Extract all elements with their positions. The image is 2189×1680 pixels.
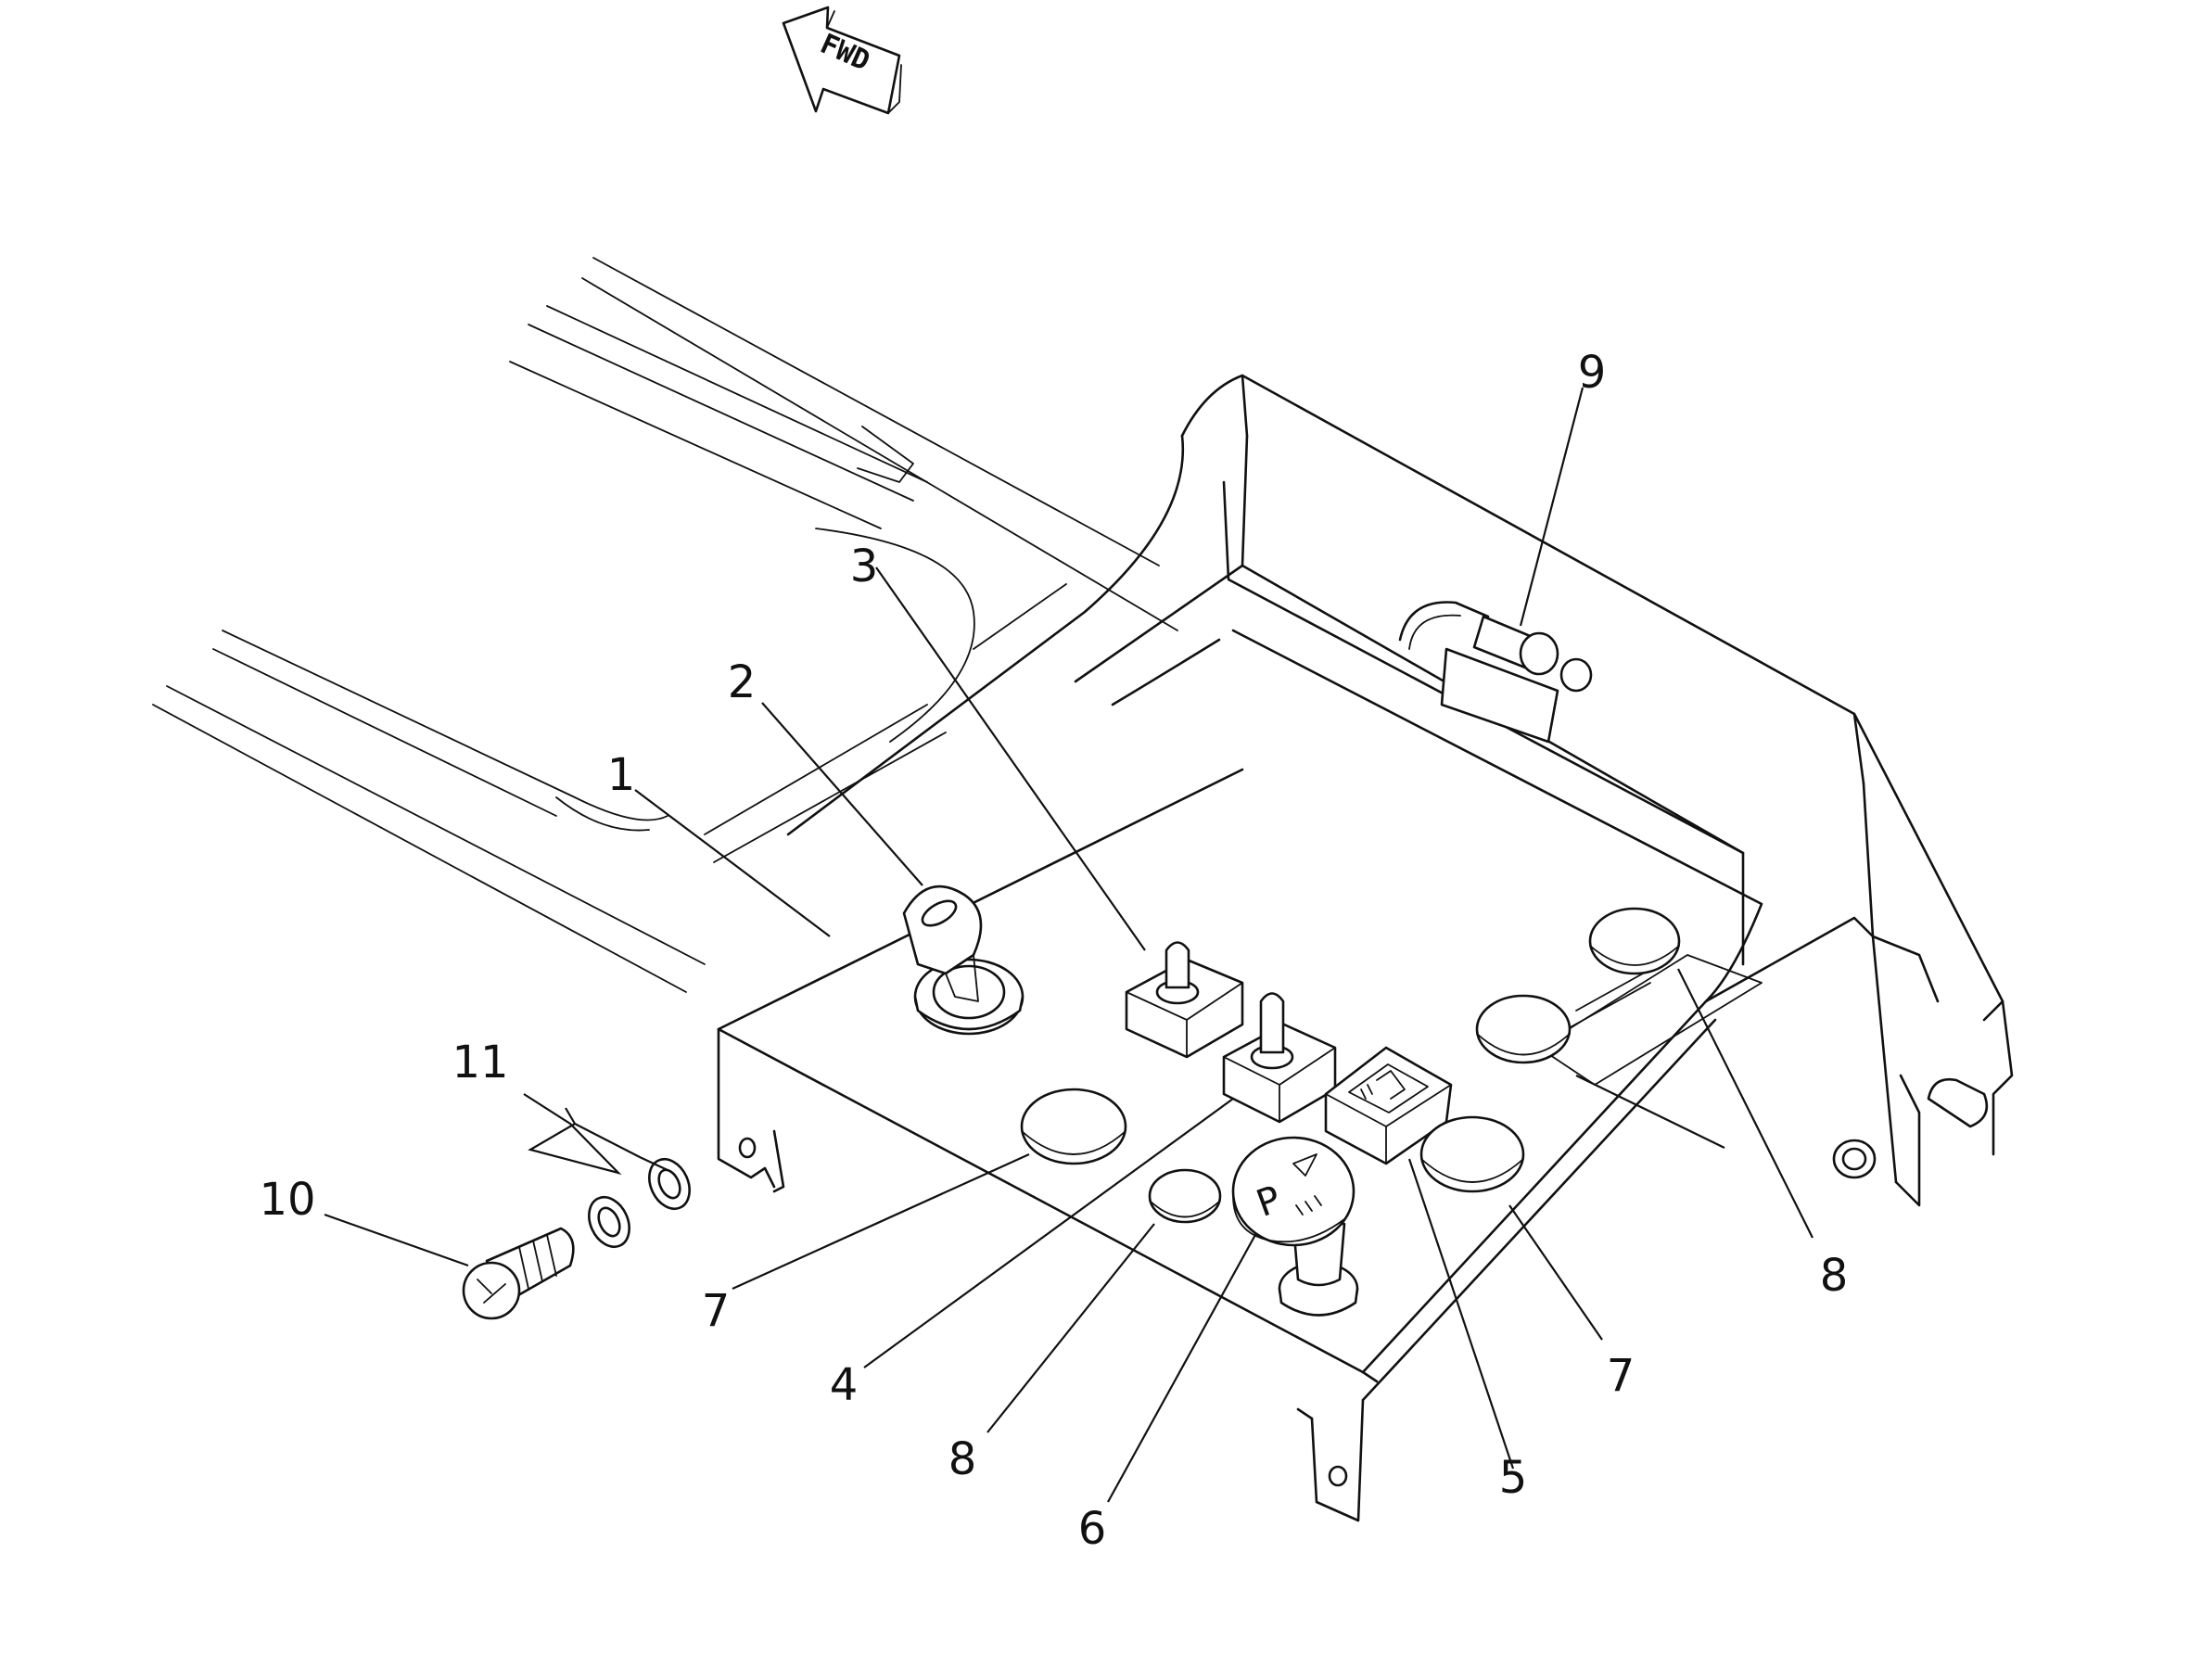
blank-plug-icon — [1419, 1115, 1525, 1193]
key-switch-icon — [902, 885, 1025, 1036]
bolt-icon — [462, 1227, 575, 1320]
callout-labels: 1 2 3 4 5 6 7 7 8 8 9 10 11 — [259, 347, 1848, 1555]
washer-icon — [588, 1195, 630, 1249]
toggle-switch-icon — [1125, 941, 1244, 1059]
toggle-switch-icon — [1222, 992, 1337, 1124]
blank-plug-icon — [1475, 994, 1572, 1064]
callout-2: 2 — [728, 656, 757, 708]
callout-9: 9 — [1578, 347, 1607, 399]
fwd-arrow-icon: FWD — [782, 6, 902, 115]
callout-8b: 8 — [1820, 1250, 1849, 1302]
blank-plug-icon — [1588, 907, 1681, 975]
blank-plug-icon — [1148, 1168, 1222, 1224]
callout-6: 6 — [1078, 1503, 1107, 1555]
side-rail-outlines — [152, 257, 1178, 993]
callout-4: 4 — [830, 1359, 859, 1411]
dashboard-panel — [717, 374, 2014, 1522]
callout-1: 1 — [607, 749, 636, 801]
callout-5: 5 — [1499, 1452, 1528, 1504]
connector-icon — [1398, 601, 1593, 744]
blank-plug-icon — [1020, 1088, 1127, 1165]
parking-brake-knob-icon: P — [1231, 1136, 1359, 1317]
callout-7a: 7 — [702, 1285, 731, 1337]
callout-3: 3 — [850, 541, 879, 592]
callout-8a: 8 — [948, 1433, 977, 1485]
callout-7b: 7 — [1607, 1350, 1635, 1402]
washer-icon — [648, 1157, 691, 1211]
leader-lines — [324, 387, 1814, 1503]
callout-10: 10 — [259, 1174, 315, 1226]
callout-11: 11 — [452, 1037, 508, 1088]
